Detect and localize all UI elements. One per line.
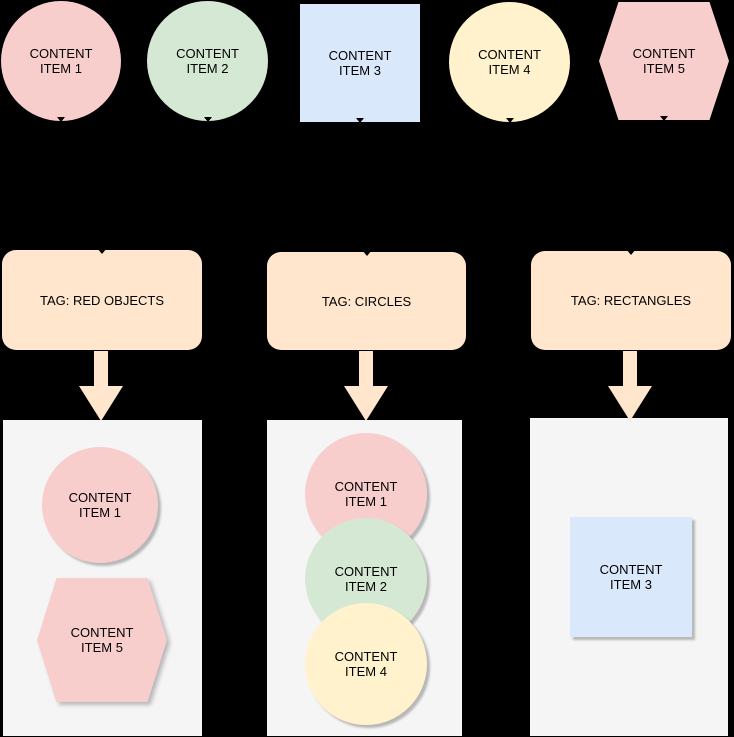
collection-circles-item-2-label: CONTENT ITEM 2 [334,563,398,594]
tag-circles-label: TAG: CIRCLES [321,293,412,309]
content-item-5-label: CONTENT ITEM 5 [632,45,696,76]
connector-arrowhead-icon [626,249,636,255]
connector-arrowhead-icon [97,248,107,254]
collection-red-item-5-label: CONTENT ITEM 5 [70,624,134,655]
collection-rectangles-item-3-label: CONTENT ITEM 3 [599,561,663,592]
connector-stub-icon [203,117,212,122]
connector-arrowhead-icon [361,250,372,256]
collection-circles-item-4-label: CONTENT ITEM 4 [334,648,398,679]
connector-stub-icon [505,118,514,123]
content-item-4-label: CONTENT ITEM 4 [478,46,541,77]
connector-stub-icon [356,118,364,123]
collection-rectangles: CONTENT ITEM 3 [530,418,728,736]
tag-rectangles-label: TAG: RECTANGLES [570,293,692,308]
collection-circles-item-4-circle: CONTENT ITEM 4 [305,603,427,725]
content-item-5-hexagon: CONTENT ITEM 5 [599,2,729,120]
tag-circles: TAG: CIRCLES [267,250,466,350]
content-item-2-label: CONTENT ITEM 2 [176,45,239,76]
content-item-2-circle: CONTENT ITEM 2 [147,1,268,122]
down-arrow-icon [608,351,652,421]
connector-stub-icon [660,116,668,120]
down-arrow-icon [79,351,123,421]
tag-red-objects: TAG: RED OBJECTS [2,248,202,350]
content-item-3-square: CONTENT ITEM 3 [300,4,420,123]
connector-stub-icon [57,117,65,122]
collection-red-item-1-label: CONTENT ITEM 1 [68,489,132,520]
content-item-3-label: CONTENT ITEM 3 [328,47,392,78]
collection-red-item-5-hexagon: CONTENT ITEM 5 [37,578,167,702]
collection-circles: CONTENT ITEM 1 CONTENT ITEM 2 CONTENT IT… [267,420,462,736]
collection-circles-item-1-label: CONTENT ITEM 1 [334,478,398,509]
collection-red-item-1-circle: CONTENT ITEM 1 [42,447,158,563]
collection-red-item-5-hexagon-wrap: CONTENT ITEM 5 [37,578,167,702]
content-item-1-circle: CONTENT ITEM 1 [1,1,121,122]
tag-rectangles: TAG: RECTANGLES [531,249,731,350]
tag-red-objects-label: TAG: RED OBJECTS [40,292,164,308]
down-arrow-icon [344,351,388,421]
collection-red-objects: CONTENT ITEM 1 CONTENT ITEM 5 [3,420,202,736]
content-item-1-label: CONTENT ITEM 1 [29,45,93,76]
collection-rectangles-item-3-square: CONTENT ITEM 3 [570,517,692,637]
content-item-4-circle: CONTENT ITEM 4 [449,2,570,123]
